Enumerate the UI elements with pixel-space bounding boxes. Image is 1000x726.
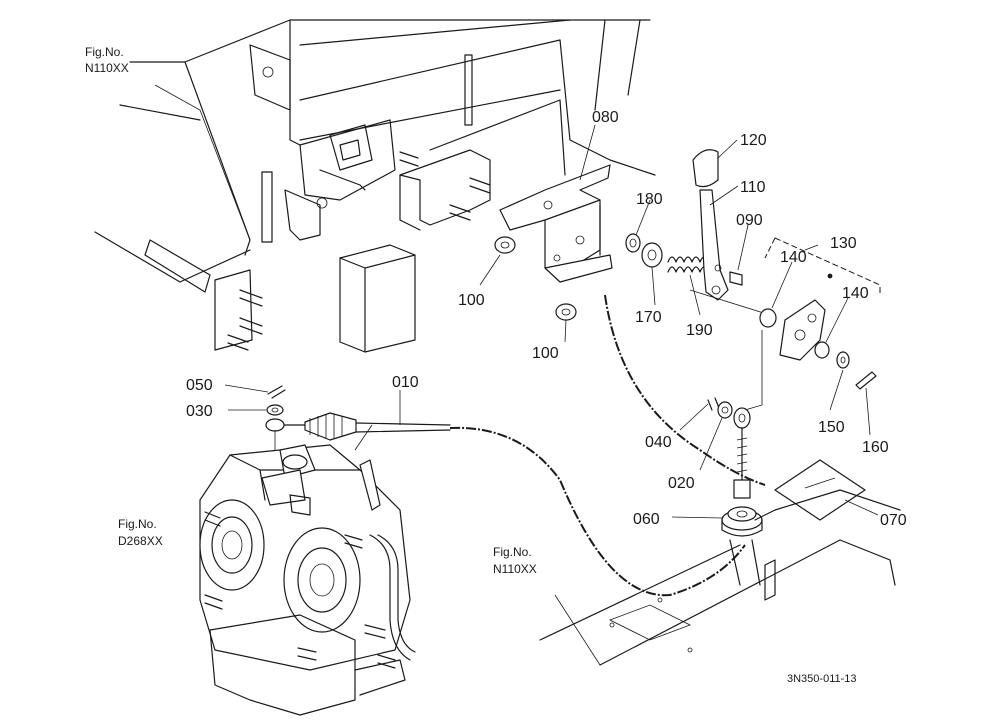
callout-090: 090 [736, 212, 763, 229]
pin-160 [855, 371, 877, 390]
fig-ref-leader-1 [154, 84, 251, 241]
callout-030: 030 [186, 403, 213, 420]
rod-end [733, 407, 751, 481]
fig-ref-number-bottom: N110XX [493, 562, 537, 576]
callout-140-right: 140 [842, 285, 869, 302]
callout-190: 190 [686, 322, 713, 339]
floor-panel [539, 489, 901, 666]
housing-studs [204, 511, 396, 669]
frame-studs [227, 151, 491, 351]
cam-130 [779, 273, 833, 361]
callout-180: 180 [636, 191, 663, 208]
callout-150: 150 [818, 419, 845, 436]
fig-ref-leader-3 [554, 594, 601, 666]
assembly-axis [689, 289, 771, 316]
callout-020: 020 [668, 475, 695, 492]
clip-050 [267, 385, 286, 399]
callout-100-upper: 100 [458, 292, 485, 309]
control-cable-010 [304, 294, 766, 597]
hydraulic-pipe [369, 534, 411, 661]
frame-structure [94, 19, 656, 351]
callout-160: 160 [862, 439, 889, 456]
nut-090 [729, 271, 743, 286]
grommet-060 [721, 506, 763, 537]
bushing-140-right [814, 341, 830, 359]
cover-plate-070 [774, 459, 866, 521]
washer-170 [641, 242, 663, 268]
fig-ref-label-top: Fig.No. [85, 45, 124, 59]
fig-ref-number-left: D268XX [118, 534, 163, 548]
callout-040: 040 [645, 434, 672, 451]
callout-100-lower: 100 [532, 345, 559, 362]
drawing-code: 3N350-011-13 [787, 673, 857, 685]
group-bracket-130 [774, 237, 881, 295]
callout-leaders [224, 124, 879, 519]
pin-040 [707, 397, 720, 411]
block-component [339, 244, 416, 353]
callout-070: 070 [880, 512, 907, 529]
callout-080: 080 [592, 109, 619, 126]
callout-120: 120 [740, 132, 767, 149]
fig-ref-label-left: Fig.No. [118, 517, 157, 531]
bushing-140-left [759, 308, 777, 328]
transmission-housing [199, 444, 411, 716]
bracket-small [764, 559, 776, 601]
clevis-end [265, 418, 285, 432]
callout-170: 170 [635, 309, 662, 326]
lever-110 [699, 189, 729, 301]
bracket-080 [499, 164, 613, 283]
knob-120 [692, 149, 719, 188]
callout-140-left: 140 [780, 249, 807, 266]
spring-190 [667, 256, 709, 273]
washer-020 [717, 401, 733, 419]
washer-150 [836, 351, 850, 369]
callout-050: 050 [186, 377, 213, 394]
washer-030 [266, 404, 284, 416]
callout-060: 060 [633, 511, 660, 528]
callout-010: 010 [392, 374, 419, 391]
nut-100-upper [494, 236, 516, 254]
callout-110: 110 [740, 179, 766, 196]
cable-nut [733, 479, 751, 499]
fig-ref-number-top: N110XX [85, 61, 129, 75]
callout-130: 130 [830, 235, 857, 252]
nut-100-lower [555, 303, 577, 321]
fig-ref-label-bottom: Fig.No. [493, 545, 532, 559]
washer-180 [625, 233, 641, 253]
